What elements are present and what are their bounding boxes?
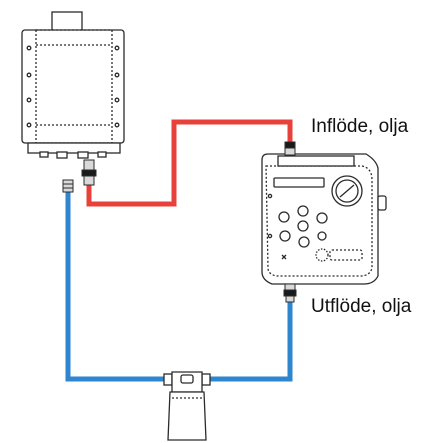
control-outflow-fitting [283, 283, 297, 303]
inflow-hose [86, 119, 293, 207]
outflow-hose [65, 192, 293, 382]
control-inflow-fitting [284, 141, 296, 156]
filter-canister [163, 371, 211, 441]
tank-unit [21, 11, 125, 159]
inflow-label: Inflöde, olja [311, 116, 409, 137]
control-unit [261, 153, 387, 285]
tank-outflow-fitting [62, 179, 74, 193]
outflow-label: Utflöde, olja [311, 296, 412, 317]
tank-inflow-fitting [81, 159, 97, 186]
